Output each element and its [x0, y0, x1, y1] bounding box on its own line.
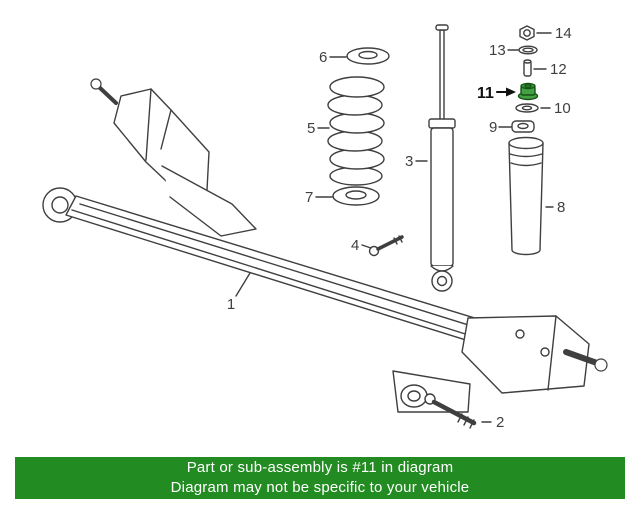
pin-part-12	[523, 59, 532, 77]
axle-beam-part-1	[42, 78, 608, 413]
part-label-6: 6	[319, 49, 327, 66]
part-label-7: 7	[305, 189, 313, 206]
lock-nut-part-11-highlighted	[517, 82, 539, 101]
retaining-ring-part-13	[518, 45, 538, 55]
part-label-4: 4	[351, 237, 359, 254]
dust-boot-part-8	[508, 136, 544, 256]
suspension-diagram: 1 2 3 4 5 6 7 8 9 10 11 12 13 14	[42, 24, 608, 431]
part-label-11-highlighted: 11	[477, 85, 494, 102]
top-nut-part-14	[519, 25, 535, 41]
banner-text-line-1: Part or sub-assembly is #11 in diagram	[186, 459, 454, 476]
info-banner: Part or sub-assembly is #11 in diagram D…	[15, 457, 625, 499]
banner-text-line-2: Diagram may not be specific to your vehi…	[170, 479, 470, 496]
highlight-arrow-icon	[496, 87, 516, 97]
coil-spring-part-5	[327, 76, 385, 186]
part-label-12: 12	[550, 61, 567, 78]
part-label-10: 10	[554, 100, 571, 117]
bump-stop-cap-part-9	[511, 120, 535, 133]
part-label-14: 14	[555, 25, 572, 42]
part-label-9: 9	[489, 119, 497, 136]
part-label-3: 3	[405, 153, 413, 170]
shock-absorber-part-3	[428, 24, 456, 292]
part-labels: 1 2 3 4 5 6 7 8 9 10 11 12 13 14	[227, 25, 572, 431]
lower-spring-seat-part-7	[332, 186, 380, 206]
part-label-13: 13	[489, 42, 506, 59]
mount-bolt-part-2	[424, 393, 477, 429]
washer-part-10	[515, 103, 539, 113]
part-label-2: 2	[496, 414, 504, 431]
part-label-5: 5	[307, 120, 315, 137]
leader-lines	[235, 32, 554, 423]
spring-bolt-part-4	[368, 235, 404, 257]
part-label-8: 8	[557, 199, 565, 216]
upper-spring-seat-part-6	[346, 47, 390, 65]
part-label-1: 1	[227, 296, 235, 313]
